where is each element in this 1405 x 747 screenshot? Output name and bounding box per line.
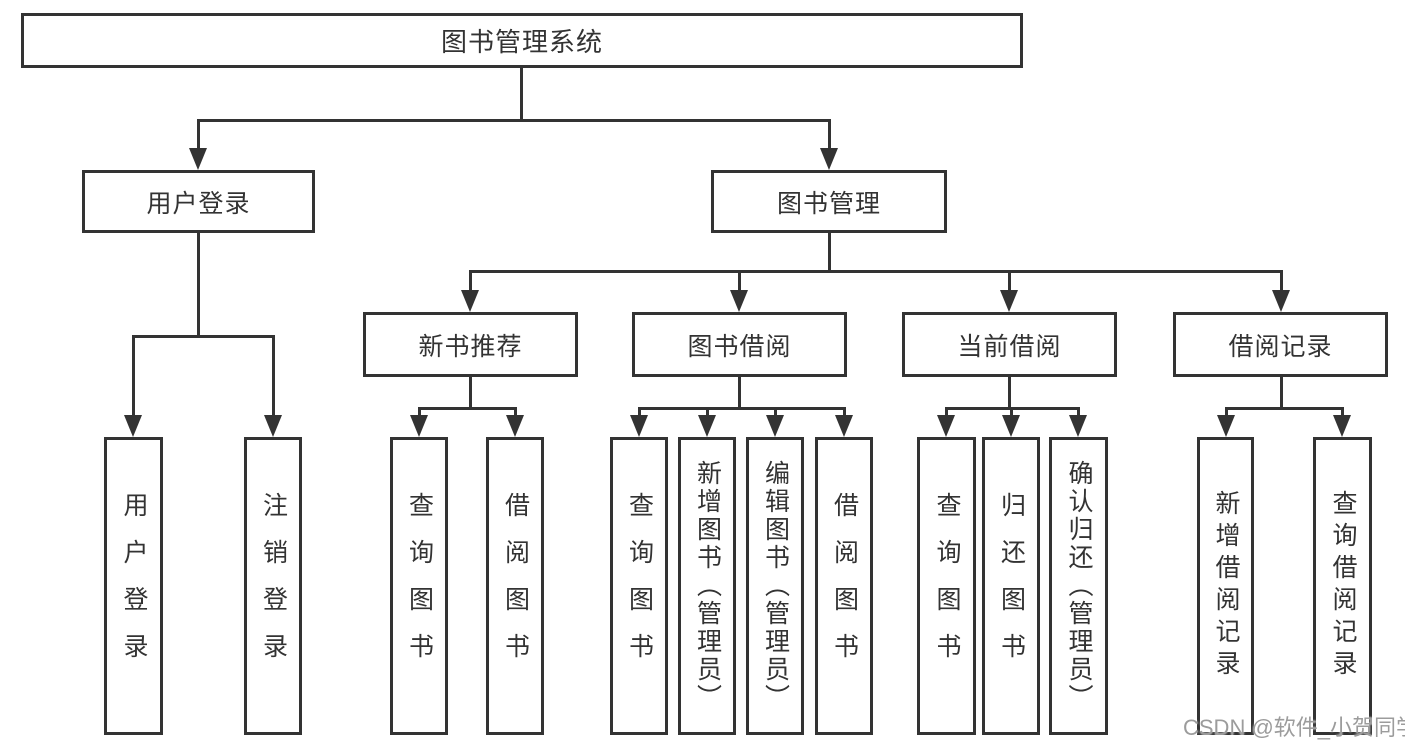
leaf-current-query-books: 查询图书 [917,437,976,735]
connector-level3-bar [469,270,1282,273]
leaf-confirm-return-admin: 确认归还（管理员） [1049,437,1108,735]
leaf-label: 注销登录 [259,492,288,680]
connector-shaft [469,270,472,292]
connector-shaft [828,119,831,150]
leaf-label: 查询图书 [625,492,654,680]
leaf-label: 查询图书 [405,492,434,680]
leaf-label: 查询借阅记录 [1329,490,1357,682]
arrowhead-icon [1000,290,1018,312]
connector-shaft [514,407,517,417]
connector-shaft [418,407,421,417]
arrowhead-icon [124,415,142,437]
node-new-book-recommendation: 新书推荐 [363,312,578,377]
connector-level2-bar [197,119,831,122]
leaf-borrow-books: 借阅图书 [815,437,873,735]
leaf-label: 查询图书 [933,492,961,680]
arrowhead-icon [410,415,428,437]
node-label: 用户登录 [146,189,251,218]
leaf-label: 用户登录 [120,492,148,680]
node-label: 图书管理系统 [440,27,603,57]
arrowhead-icon [1333,415,1351,437]
arrowhead-icon [730,290,748,312]
leaf-label: 新增图书（管理员） [693,460,722,712]
node-current-borrowing: 当前借阅 [902,312,1117,377]
connector-shaft [738,270,741,292]
leaf-label: 确认归还（管理员） [1065,460,1093,712]
connector-drop [1280,377,1283,410]
arrowhead-icon [820,148,838,170]
connector-shaft [1010,407,1013,417]
connector-bar [418,407,516,410]
connector-drop [469,377,472,410]
leaf-user-login: 用户登录 [104,437,163,735]
arrowhead-icon [766,415,784,437]
leaf-recommend-borrow-books: 借阅图书 [486,437,544,735]
arrowhead-icon [264,415,282,437]
csdn-watermark: CSDN @软件_小贺同学 [1183,715,1405,740]
connector-root-drop [520,68,523,122]
node-book-management: 图书管理 [711,170,947,233]
connector-shaft [132,335,135,417]
leaf-label: 借阅图书 [830,492,859,680]
leaf-label: 编辑图书（管理员） [761,460,790,712]
leaf-query-borrow-record: 查询借阅记录 [1313,437,1372,735]
node-user-login: 用户登录 [82,170,315,233]
connector-drop [738,377,741,410]
connector-shaft [1225,407,1228,417]
connector-book-mgmt-drop [828,233,831,273]
connector-shaft [1077,407,1080,417]
arrowhead-icon [189,148,207,170]
node-borrowing-records: 借阅记录 [1173,312,1388,377]
arrowhead-icon [1272,290,1290,312]
connector-shaft [1008,270,1011,292]
connector-shaft [1341,407,1344,417]
connector-shaft [706,407,709,417]
leaf-edit-book-admin: 编辑图书（管理员） [746,437,804,735]
connector-shaft [197,119,200,150]
leaf-recommend-query-books: 查询图书 [390,437,448,735]
arrowhead-icon [698,415,716,437]
arrowhead-icon [461,290,479,312]
connector-user-login-drop [197,233,200,338]
arrowhead-icon [1002,415,1020,437]
connector-shaft [638,407,641,417]
connector-shaft [1280,270,1283,292]
connector-shaft [272,335,275,417]
arrowhead-icon [1069,415,1087,437]
leaf-borrowing-query-books: 查询图书 [610,437,668,735]
node-library-management-system: 图书管理系统 [21,13,1023,68]
arrowhead-icon [1217,415,1235,437]
connector-bar [638,407,845,410]
arrowhead-icon [630,415,648,437]
leaf-add-book-admin: 新增图书（管理员） [678,437,736,735]
connector-shaft [774,407,777,417]
node-label: 图书管理 [776,189,881,218]
node-book-borrowing: 图书借阅 [632,312,847,377]
connector-shaft [945,407,948,417]
connector-shaft [843,407,846,417]
node-label: 新书推荐 [418,332,523,361]
leaf-add-borrow-record: 新增借阅记录 [1197,437,1254,735]
leaf-return-book: 归还图书 [982,437,1040,735]
node-label: 图书借阅 [687,332,792,361]
leaf-logout: 注销登录 [244,437,302,735]
connector-user-login-bar [132,335,274,338]
connector-drop [1008,377,1011,410]
leaf-label: 归还图书 [997,492,1026,680]
node-label: 借阅记录 [1228,332,1333,361]
arrowhead-icon [937,415,955,437]
leaf-label: 借阅图书 [501,492,530,680]
leaf-label: 新增借阅记录 [1212,490,1240,682]
arrowhead-icon [506,415,524,437]
node-label: 当前借阅 [957,332,1062,361]
arrowhead-icon [835,415,853,437]
connector-bar [1225,407,1343,410]
